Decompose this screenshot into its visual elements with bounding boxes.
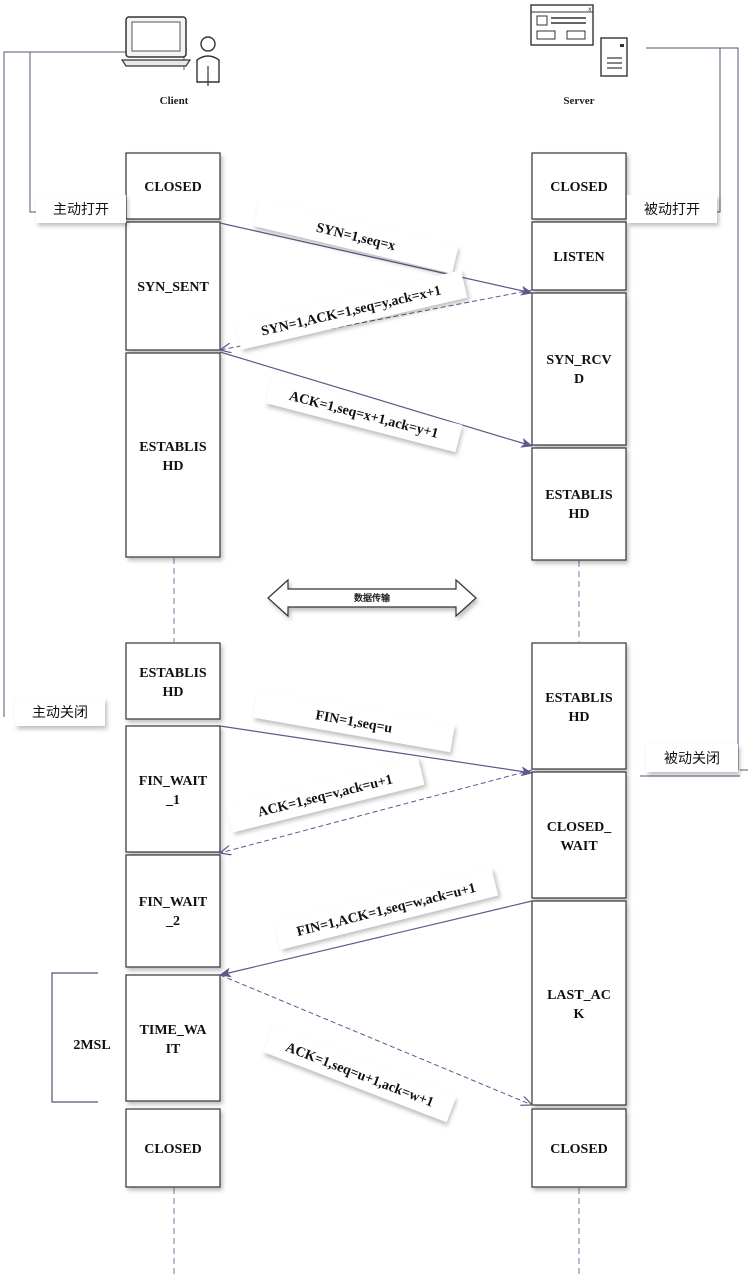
state-label: SYN_SENT xyxy=(137,280,209,295)
server-state-closed-wait: CLOSED_ WAIT xyxy=(531,771,627,899)
message-arrow-ack-fin: ACK=1,seq=v,ack=u+1 xyxy=(220,757,533,853)
state-label: TIME_WA xyxy=(140,1023,208,1038)
svg-text:主动打开: 主动打开 xyxy=(53,201,109,218)
state-label: K xyxy=(574,1007,585,1022)
state-label: IT xyxy=(166,1042,181,1057)
server-state-established-2: ESTABLIS HD xyxy=(531,642,627,770)
state-label: _1 xyxy=(165,793,180,808)
state-label: HD xyxy=(569,710,590,725)
state-label: CLOSED xyxy=(550,1142,608,1157)
state-label: ESTABLIS xyxy=(545,691,613,706)
svg-text:主动关闭: 主动关闭 xyxy=(32,705,88,721)
client-state-established-1: ESTABLIS HD xyxy=(125,352,221,558)
data-transfer-arrow: 数据传输 xyxy=(267,578,477,618)
message-label: ACK=1,seq=u+1,ack=w+1 xyxy=(283,1040,435,1110)
client-computer-icon xyxy=(120,16,192,67)
svg-text:被动打开: 被动打开 xyxy=(644,201,700,218)
server-state-established-1: ESTABLIS HD xyxy=(531,447,627,561)
client-state-time-wait: TIME_WA IT xyxy=(125,974,221,1102)
passive-close-label: 被动关闭 xyxy=(646,744,738,772)
active-close-label: 主动关闭 xyxy=(15,698,105,726)
state-label: ESTABLIS xyxy=(139,666,207,681)
server-state-listen: LISTEN xyxy=(531,221,627,291)
state-label: _2 xyxy=(165,914,180,929)
state-label: CLOSED_ xyxy=(547,820,613,835)
client-state-closed-2: CLOSED xyxy=(125,1108,221,1188)
server-state-last-ack: LAST_AC K xyxy=(531,900,627,1106)
svg-text:数据传输: 数据传输 xyxy=(354,592,391,604)
client-state-closed-1: CLOSED xyxy=(125,152,221,220)
message-arrow-ack: ACK=1,seq=x+1,ack=y+1 xyxy=(219,351,533,453)
state-label: HD xyxy=(163,685,184,700)
message-arrow-final-ack: ACK=1,seq=u+1,ack=w+1 xyxy=(219,974,532,1123)
state-label: FIN_WAIT xyxy=(139,774,208,789)
state-label: SYN_RCV xyxy=(546,353,611,368)
server-state-closed-1: CLOSED xyxy=(531,152,627,220)
message-arrow-syn: SYN=1,seq=x xyxy=(219,198,533,296)
state-label: D xyxy=(574,372,584,387)
svg-text:x: x xyxy=(588,6,592,13)
passive-open-label: 被动打开 xyxy=(627,195,717,223)
active-open-label: 主动打开 xyxy=(36,195,126,223)
state-label: CLOSED xyxy=(550,180,608,195)
client-state-fin-wait-1: FIN_WAIT _1 xyxy=(125,725,221,853)
client-state-syn-sent: SYN_SENT xyxy=(125,221,221,351)
state-label: FIN_WAIT xyxy=(139,895,208,910)
svg-text:2MSL: 2MSL xyxy=(73,1038,110,1053)
server-label: Server xyxy=(563,95,594,107)
client-state-fin-wait-2: FIN_WAIT _2 xyxy=(125,854,221,968)
passive-open-connector xyxy=(640,47,748,777)
message-arrow-fin: FIN=1,seq=u xyxy=(219,689,533,777)
two-msl-bracket: 2MSL xyxy=(51,972,118,1103)
state-label: LISTEN xyxy=(553,250,604,265)
state-label: WAIT xyxy=(560,839,598,854)
message-arrow-fin-ack: FIN=1,ACK=1,seq=w,ack=u+1 xyxy=(219,868,533,978)
client-state-established-2: ESTABLIS HD xyxy=(125,642,221,720)
state-label: LAST_AC xyxy=(547,988,611,1003)
state-label: CLOSED xyxy=(144,180,202,195)
server-window-icon: x xyxy=(530,4,594,46)
client-person-icon xyxy=(196,36,220,86)
state-label: CLOSED xyxy=(144,1142,202,1157)
state-label: HD xyxy=(163,459,184,474)
server-state-syn-rcvd: SYN_RCV D xyxy=(531,292,627,446)
state-label: ESTABLIS xyxy=(139,440,207,455)
client-label: Client xyxy=(160,95,189,107)
state-label: ESTABLIS xyxy=(545,488,613,503)
svg-text:被动关闭: 被动关闭 xyxy=(664,751,720,767)
server-tower-icon xyxy=(600,37,628,77)
server-state-closed-2: CLOSED xyxy=(531,1108,627,1188)
state-label: HD xyxy=(569,507,590,522)
